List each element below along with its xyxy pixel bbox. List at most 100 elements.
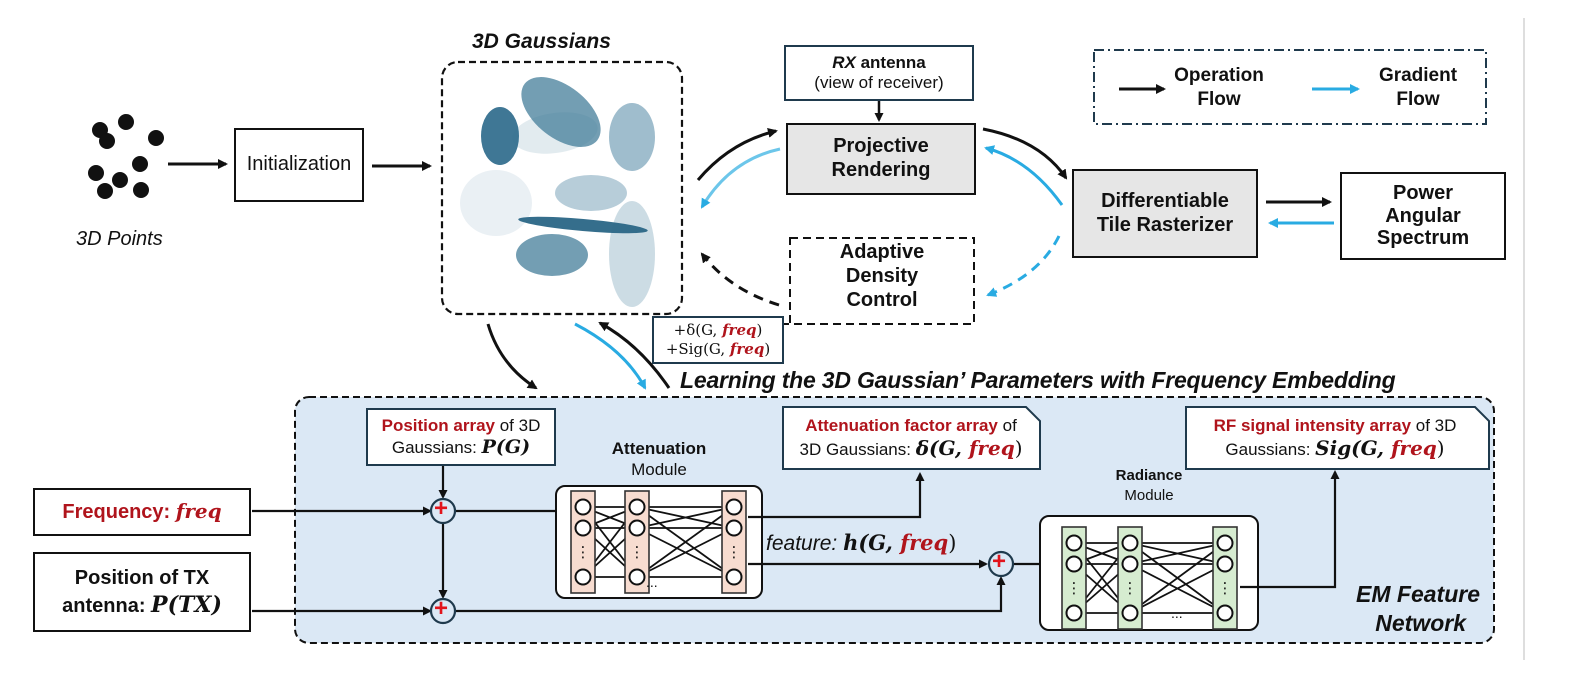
rasterizer-box: Differentiable Tile Rasterizer — [1072, 169, 1258, 258]
attenuation-output-freq: freq — [968, 436, 1015, 461]
gaussians-title: 3D Gaussians — [472, 30, 611, 53]
gaussian-ellipse — [521, 77, 601, 147]
rasterizer-line2: Tile Rasterizer — [1096, 213, 1234, 236]
adder-2 — [429, 597, 457, 625]
em-feature-network-title: EM Feature Network — [1330, 580, 1480, 638]
point-dot — [88, 165, 104, 181]
mlp-connection — [636, 506, 735, 529]
position-array-box: Position array of 3D Gaussians: P(G) — [366, 408, 556, 466]
projective-line2: Rendering — [831, 159, 931, 181]
arrow-radiance-to-output — [1240, 470, 1340, 589]
gaussian-ellipse — [460, 170, 532, 236]
mlp-neuron — [574, 568, 592, 586]
attenuation-output-suffix: ) — [1014, 436, 1023, 461]
adaptive-density-label: Adaptive Density Control — [790, 240, 974, 312]
mlp-neuron — [628, 568, 646, 586]
position-array-red: Position array — [381, 415, 495, 435]
arrow-gaussians-to-network — [486, 323, 538, 390]
adaptive-line2: Density — [845, 265, 919, 287]
gaussian-ellipse — [518, 216, 648, 234]
adder-1 — [429, 497, 457, 525]
legend-operation-line1: Operation — [1174, 65, 1264, 86]
mlp-neuron — [628, 498, 646, 516]
radiance-module-label: Radiance Module — [1040, 466, 1258, 505]
attenuation-ellipsis: ... — [646, 574, 658, 590]
gaussian-ellipses — [460, 77, 655, 307]
attenuation-output-box: Attenuation factor array of 3D Gaussians… — [782, 406, 1040, 470]
position-array-var: P(G) — [481, 435, 531, 458]
mlp-neuron — [628, 519, 646, 537]
spectrum-line3: Spectrum — [1376, 227, 1470, 250]
position-array-rest: of 3D — [495, 415, 541, 435]
em-title-line2: Network — [1375, 609, 1466, 636]
mlp-neuron — [1065, 555, 1083, 573]
em-title-line1: EM Feature — [1356, 581, 1480, 607]
radiance-output-var: Sig(G, — [1315, 436, 1391, 461]
radiance-bold: Radiance — [1115, 467, 1183, 484]
mlp-connection — [1129, 563, 1226, 614]
projective-rendering-box: Projective Rendering — [786, 123, 976, 195]
mlp-neuron — [725, 519, 743, 537]
update-suffix-2: ) — [764, 340, 771, 358]
mlp-neuron — [725, 498, 743, 516]
feature-var: h(G, — [843, 530, 901, 555]
attenuation-output-red: Attenuation factor array — [805, 415, 998, 435]
point-dot — [97, 183, 113, 199]
rasterizer-line1: Differentiable — [1101, 189, 1229, 212]
feature-suffix: ) — [948, 531, 957, 555]
point-dot — [99, 133, 115, 149]
feature-text: feature: — [766, 532, 844, 555]
mlp-neuron — [1216, 604, 1234, 622]
attenuation-module-label: Attenuation Module — [556, 438, 762, 481]
frequency-var: freq — [175, 498, 222, 523]
mlp-neuron — [1216, 534, 1234, 552]
mlp-vdots: ⋮ — [1123, 579, 1138, 597]
radiance-output-red: RF signal intensity array — [1213, 415, 1412, 435]
mlp-connection — [636, 506, 735, 578]
adaptive-line1: Adaptive — [839, 241, 925, 263]
tx-var: P(TX) — [151, 591, 222, 618]
arrow-network-to-gaussians — [598, 321, 671, 389]
projective-line1: Projective — [833, 135, 929, 158]
3d-points-label: 3D Points — [76, 228, 163, 250]
section-title: Learning the 3D Gaussian’ Parameters wit… — [680, 367, 1396, 393]
feature-freq: freq — [900, 530, 949, 555]
adaptive-density-box — [789, 237, 975, 325]
legend-gradient-line2: Flow — [1396, 88, 1440, 110]
arrow-projective-to-rasterizer — [982, 127, 1068, 180]
attenuation-bold: Attenuation — [611, 439, 707, 458]
mlp-neuron — [725, 568, 743, 586]
mlp-connection — [1129, 542, 1226, 614]
attenuation-output-line2: 3D Gaussians: — [799, 440, 916, 460]
mlp-neuron — [1065, 534, 1083, 552]
gaussian-ellipse — [516, 234, 588, 276]
adder-1-plus: + — [434, 495, 449, 522]
radiance-output-line2: Gaussians: — [1225, 440, 1316, 460]
attenuation-output-shape — [782, 406, 1041, 470]
spectrum-line2: Angular — [1385, 204, 1461, 227]
update-freq-2: freq — [729, 340, 765, 358]
adder-3 — [987, 550, 1015, 578]
attenuation-mlp: ⋮⋮⋮ — [570, 490, 747, 594]
gaussian-ellipse — [609, 201, 655, 307]
radiance-output-shape — [1185, 406, 1490, 470]
update-delta-prefix: +δ(G, — [673, 320, 723, 339]
initialization-label: Initialization — [246, 153, 352, 176]
mlp-neuron — [1216, 555, 1234, 573]
radiance-mlp: ⋮⋮⋮ — [1061, 526, 1238, 630]
frequency-label: Frequency: — [62, 500, 176, 523]
radiance-output-rest: of 3D — [1411, 415, 1457, 435]
adaptive-line3: Control — [846, 289, 918, 311]
spectrum-line1: Power — [1392, 182, 1454, 205]
parameter-update-box: +δ(G, freq) +Sig(G, freq) — [652, 316, 784, 364]
attenuation-sub: Module — [631, 460, 687, 480]
rx-label: RX — [832, 52, 856, 72]
gradient-network-to-gaussians — [574, 322, 647, 390]
power-angular-spectrum-box: Power Angular Spectrum — [1340, 172, 1506, 260]
rx-antenna-box: RX antenna (view of receiver) — [784, 45, 974, 101]
arrow-adder2-to-adder3 — [456, 576, 1006, 613]
mlp-neuron — [1065, 604, 1083, 622]
tx-position-box: Position of TX antenna: P(TX) — [33, 552, 251, 632]
attenuation-output-rest: of — [997, 415, 1017, 435]
mlp-vdots: ⋮ — [576, 543, 591, 561]
